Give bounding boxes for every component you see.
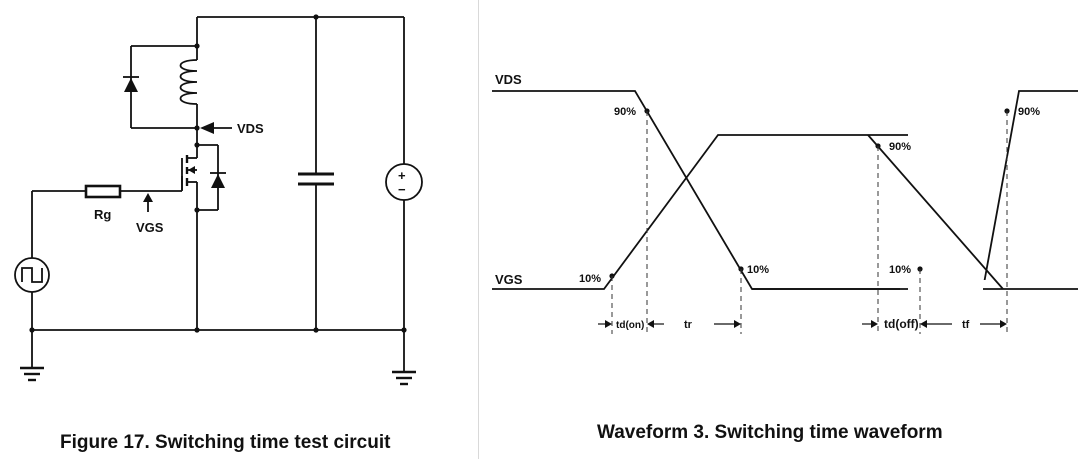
mask-vds-low	[900, 280, 990, 294]
panel-divider	[478, 0, 479, 459]
vds-trace	[492, 90, 1078, 290]
waveform-vgs-label: VGS	[495, 272, 523, 287]
node-top-cap	[313, 14, 319, 20]
node-inductor	[194, 125, 200, 131]
circuit-diagram: VDS Rg	[14, 14, 423, 453]
vds-90-label-first: 90%	[614, 106, 636, 118]
dc-voltage-source: + −	[385, 163, 423, 201]
td-off-arrows	[862, 320, 952, 328]
node-ground-cap	[313, 327, 319, 333]
vgs-10-label-last: 10%	[889, 264, 911, 276]
node-source	[194, 207, 200, 213]
node-ground-left	[29, 327, 35, 333]
rg-label: Rg	[94, 207, 111, 222]
ground-symbol-right	[392, 370, 416, 386]
tf-arrow	[980, 320, 1007, 328]
waveform-caption: Waveform 3. Switching time waveform	[597, 422, 943, 443]
svg-text:+: +	[398, 168, 406, 183]
waveform-vds-label: VDS	[495, 72, 522, 87]
waveform-diagram: VDS VGS 90% 90% 90% 10% 10% 10%	[492, 72, 1078, 443]
circuit-vds-label: VDS	[237, 121, 264, 136]
vgs-10-label-first: 10%	[579, 273, 601, 285]
svg-text:−: −	[398, 182, 406, 197]
mosfet	[181, 140, 226, 330]
td-on-arrows	[598, 320, 664, 328]
tf-label: tf	[962, 319, 970, 331]
ground-symbol-left	[20, 366, 44, 382]
tr-arrow	[714, 320, 741, 328]
gate-resistor	[84, 184, 122, 199]
node-ground-mosfet	[194, 327, 200, 333]
vgs-trace-drawn	[492, 134, 908, 290]
vds-10-label: 10%	[747, 264, 769, 276]
vgs-90-label: 90%	[889, 141, 911, 153]
node-top	[194, 43, 200, 49]
vds-arrow-head	[200, 122, 214, 134]
node-drain	[194, 142, 200, 148]
td-on-label: td(on)	[616, 320, 644, 331]
pulse-source	[14, 257, 50, 293]
circuit-vgs-label: VGS	[136, 220, 164, 235]
freewheel-diode	[123, 76, 139, 92]
tr-label: tr	[684, 319, 693, 331]
vds-90-label-last: 90%	[1018, 106, 1040, 118]
inductor-coil	[179, 59, 198, 105]
td-off-label: td(off)	[884, 317, 919, 331]
circuit-caption: Figure 17. Switching time test circuit	[60, 432, 391, 453]
vgs-fall-segment	[867, 134, 1004, 290]
vgs-arrow-head	[143, 193, 153, 202]
